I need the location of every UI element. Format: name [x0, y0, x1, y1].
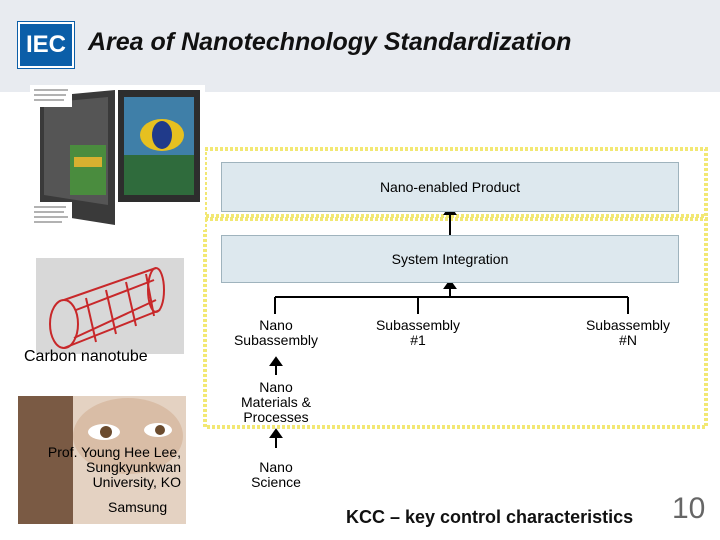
box-system-integration: System Integration [221, 235, 679, 283]
text-line: Prof. Young Hee Lee, [47, 444, 181, 460]
text-line: Science [251, 474, 301, 490]
box-nano-enabled-product: Nano-enabled Product [221, 162, 679, 212]
kcc-footnote: KCC – key control characteristics [346, 507, 634, 527]
tv-illustration [30, 85, 205, 230]
nanotube-image [36, 258, 184, 354]
text-line: Processes [243, 409, 309, 425]
tv-image [30, 85, 205, 230]
text-line: Nano [259, 379, 293, 395]
nanotube-illustration [36, 258, 184, 354]
text-line: University, KO [92, 474, 181, 490]
label-subassembly-1: Subassembly #1 [362, 318, 474, 348]
label-nano-materials: Nano Materials & Processes [222, 380, 330, 425]
iec-logo: IEC [18, 22, 74, 68]
slide-title: Area of Nanotechnology Standardization [88, 28, 572, 56]
arrowhead-integration [443, 279, 457, 289]
label-subassembly-n: Subassembly #N [572, 318, 684, 348]
portrait-illustration [18, 396, 186, 524]
text-line: Nano [259, 459, 293, 475]
label-nano-subassembly: Nano Subassembly [222, 318, 330, 348]
dashed-outline-product [203, 147, 708, 218]
text-line: Materials & [240, 394, 312, 410]
text-line: Subassembly [233, 332, 319, 348]
label-nano-science: Nano Science [222, 460, 330, 490]
arrowhead-materials [269, 356, 283, 366]
text-line: Subassembly [375, 317, 461, 333]
box-label: Nano-enabled Product [379, 179, 521, 195]
nanotube-caption: Carbon nanotube [24, 348, 148, 365]
dashed-outline-materials [203, 217, 708, 429]
samsung-caption: Samsung [108, 499, 168, 515]
portrait-caption: Prof. Young Hee Lee, Sungkyunkwan Univer… [18, 445, 181, 490]
page-number: 10 [672, 492, 706, 525]
box-label: System Integration [391, 251, 509, 267]
portrait-image [18, 396, 186, 524]
arrowhead-science [269, 428, 283, 438]
header-band [0, 0, 720, 92]
text-line: Nano [259, 317, 293, 333]
text-line: #1 [410, 332, 426, 348]
text-line: Subassembly [585, 317, 671, 333]
text-line: #N [619, 332, 637, 348]
text-line: Sungkyunkwan [86, 459, 181, 475]
